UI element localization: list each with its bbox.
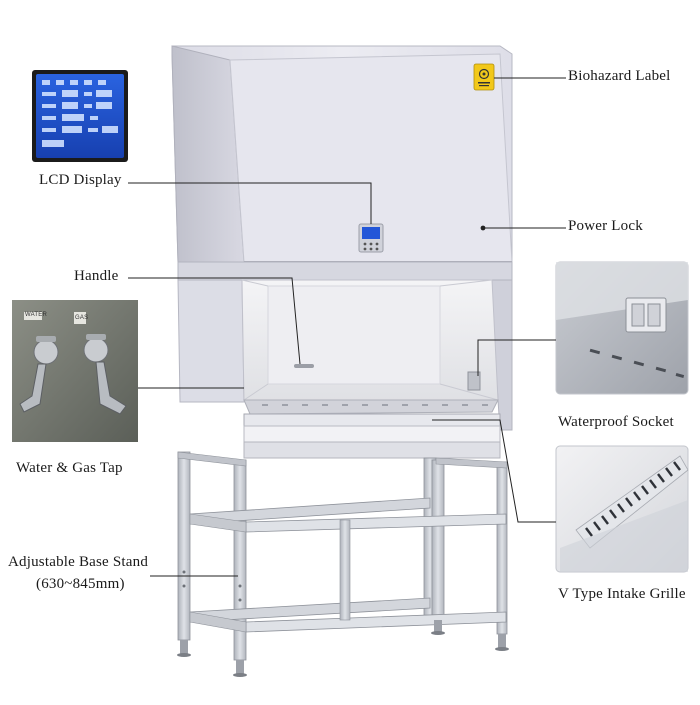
biohazard-label-sticker — [473, 63, 495, 91]
water-gas-tap-photo — [12, 300, 138, 442]
waterproof-socket-photo — [555, 261, 689, 395]
water-tap-tag: WATER — [25, 312, 47, 318]
lcd-display-icon — [32, 70, 128, 162]
lcd-display-callout: LCD Display — [39, 172, 122, 188]
v-type-intake-grille-callout: V Type Intake Grille — [558, 586, 686, 602]
base-stand-range-callout: (630~845mm) — [36, 576, 125, 592]
water-gas-tap-callout: Water & Gas Tap — [16, 460, 123, 476]
water-tap-icon — [19, 336, 59, 413]
socket-icon — [625, 297, 667, 333]
biohazard-label-callout: Biohazard Label — [568, 68, 671, 84]
work-surface — [243, 399, 499, 415]
grille-icon — [555, 445, 689, 573]
work-surface-perforations — [262, 404, 488, 406]
sash-top-band — [177, 261, 513, 281]
gas-tap-icon — [83, 334, 127, 415]
base-stand — [177, 451, 509, 677]
lcd-panel-on-cabinet — [358, 223, 384, 253]
leader-lines — [128, 77, 566, 577]
socket-in-chamber — [467, 371, 481, 391]
waterproof-socket-callout: Waterproof Socket — [558, 414, 674, 430]
cabinet-left-column — [177, 279, 245, 403]
power-lock-callout: Power Lock — [568, 218, 643, 234]
sash-handle — [294, 364, 314, 368]
adjustable-base-stand-callout: Adjustable Base Stand — [8, 554, 149, 570]
handle-callout: Handle — [74, 268, 119, 284]
gas-tap-tag: GAS — [75, 315, 89, 321]
cabinet-body — [171, 45, 513, 459]
power-lock-dot — [480, 225, 486, 231]
